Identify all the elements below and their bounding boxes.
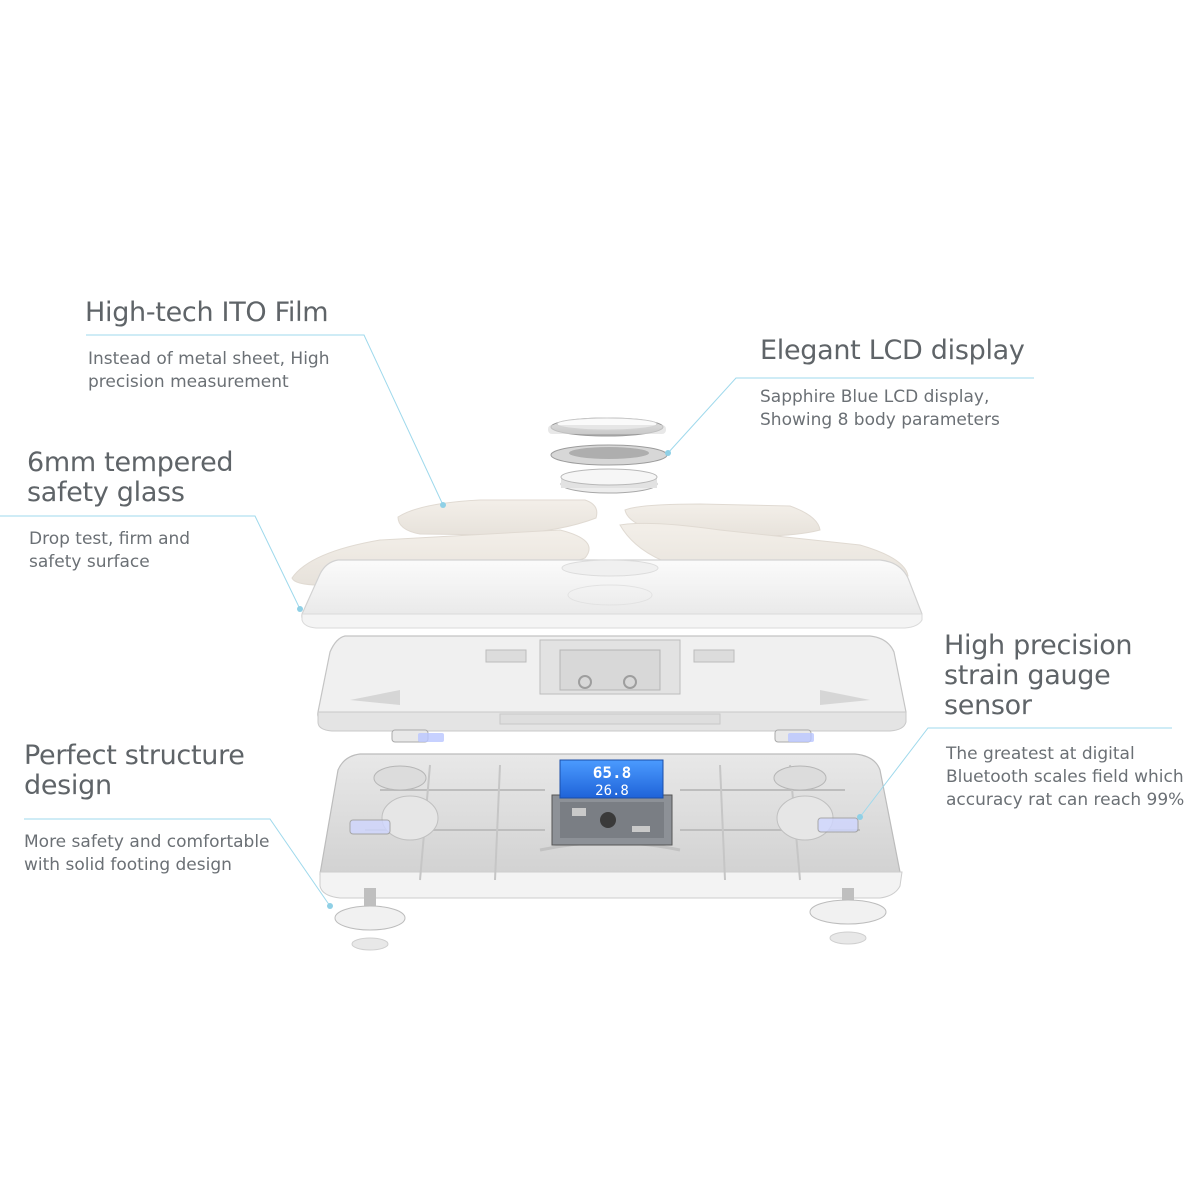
leader-line-structure [24, 818, 331, 907]
leader-line-glass [0, 515, 301, 610]
lcd-line-1: 65.8 [593, 763, 632, 782]
feature-description: More safety and comfortable with solid f… [24, 832, 270, 875]
feature-structure-design: Perfect structure design More safety and… [24, 741, 270, 877]
circuit-board [551, 794, 673, 846]
feature-title: Elegant LCD display [760, 335, 1025, 366]
feature-ito-film: High-tech ITO Film Instead of metal shee… [85, 298, 330, 394]
feature-title: High-tech ITO Film [85, 297, 329, 328]
lcd-screen: 65.8 26.8 [559, 759, 664, 799]
feature-description: Sapphire Blue LCD display, Showing 8 bod… [760, 387, 1000, 430]
feature-description: Drop test, firm and safety surface [29, 529, 191, 572]
feature-tempered-glass: 6mm tempered safety glass Drop test, fir… [27, 447, 234, 574]
lcd-lens-stack [548, 417, 668, 494]
lcd-line-2: 26.8 [595, 783, 629, 799]
feature-title: Perfect structure design [24, 740, 245, 801]
leader-lines [0, 334, 1172, 907]
middle-frame-plate [317, 635, 907, 743]
leader-line-strain [859, 727, 1172, 818]
tempered-glass-top [301, 559, 923, 629]
feature-strain-gauge-sensor: High precision strain gauge sensor The g… [944, 631, 1184, 812]
feature-title: High precision strain gauge sensor [944, 630, 1133, 721]
feature-lcd-display: Elegant LCD display Sapphire Blue LCD di… [760, 336, 1025, 432]
leader-line-ito [86, 334, 444, 506]
scale-feet [334, 888, 887, 951]
leader-line-lcd [667, 377, 1034, 454]
feature-description: The greatest at digital Bluetooth scales… [946, 744, 1185, 810]
feature-title: 6mm tempered safety glass [27, 447, 234, 508]
leader-endpoints [297, 450, 863, 909]
feature-description: Instead of metal sheet, High precision m… [88, 349, 330, 392]
